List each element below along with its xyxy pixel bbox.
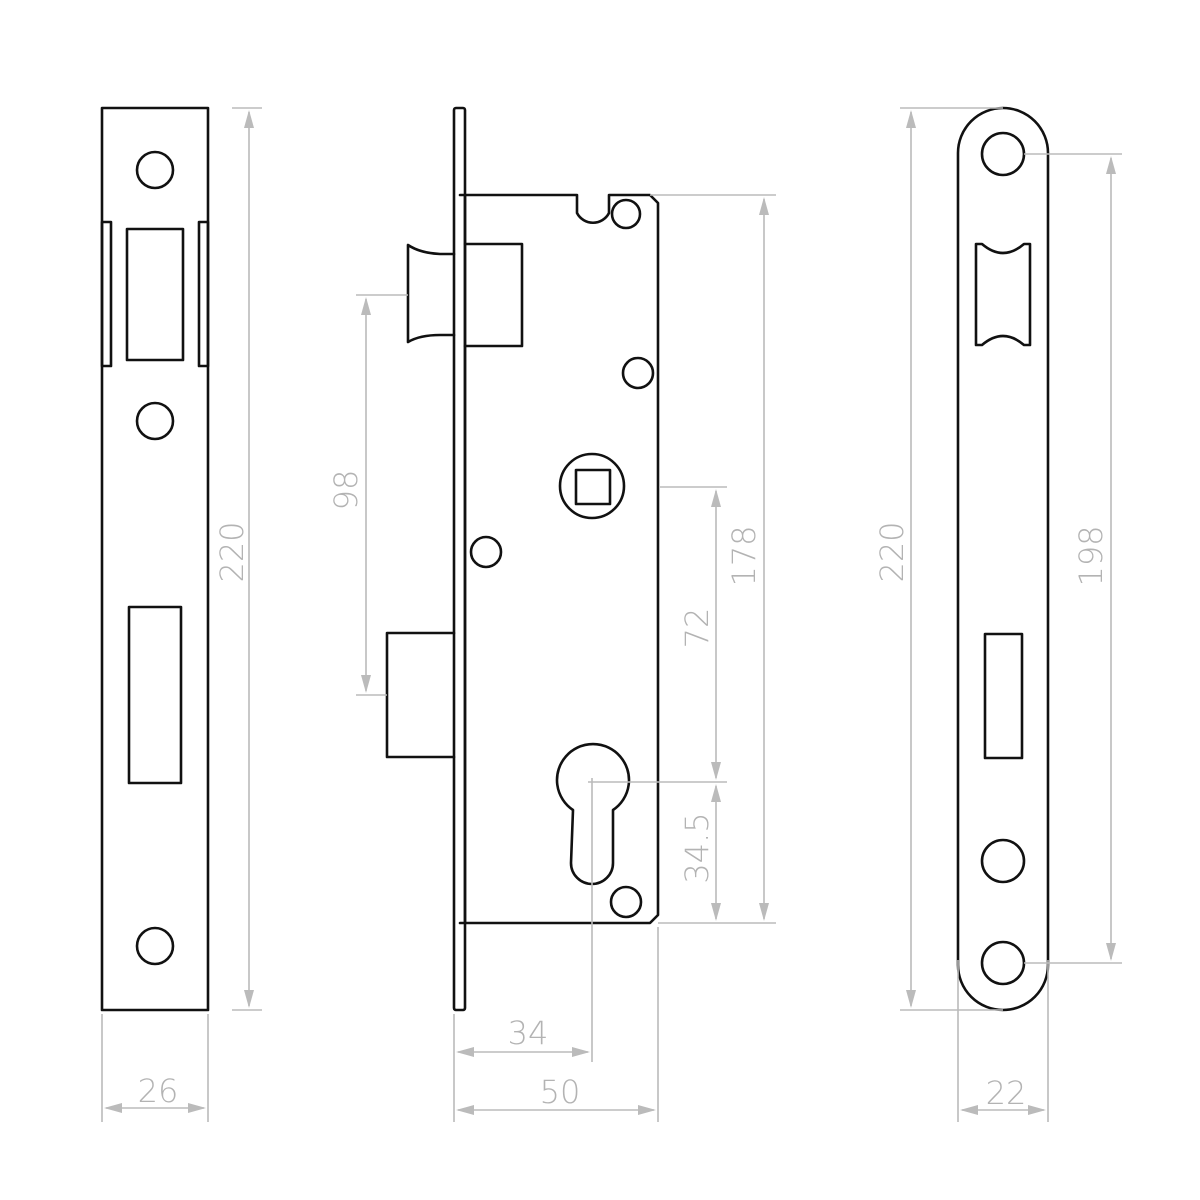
screw-hole-icon xyxy=(469,535,503,569)
dim-label-width: 22 xyxy=(986,1074,1027,1112)
screw-hole-icon xyxy=(135,150,175,190)
screw-hole-icon xyxy=(980,940,1026,986)
lock-case xyxy=(458,193,660,925)
dim-label-34: 34 xyxy=(508,1014,549,1052)
dim-label-50: 50 xyxy=(540,1073,581,1111)
cylinder-cutout xyxy=(555,742,631,886)
dim-label-hole-spacing: 198 xyxy=(1072,525,1110,586)
latch-bolt xyxy=(406,242,524,348)
screw-hole-icon xyxy=(609,885,643,919)
latch-strike-opening xyxy=(974,242,1032,347)
latch-opening xyxy=(125,227,185,362)
spindle-hub xyxy=(558,452,626,520)
dim-label-height: 220 xyxy=(873,521,911,582)
spindle-square-icon xyxy=(574,468,612,506)
dim-label-height: 220 xyxy=(213,521,251,582)
deadbolt-strike-opening xyxy=(983,632,1024,760)
dim-label-width: 26 xyxy=(138,1072,179,1110)
strike-plate-view: 220 198 22 xyxy=(873,106,1122,1122)
faceplate-side xyxy=(452,106,467,1012)
lock-body-view: 98 178 72 34.5 34 50 xyxy=(327,106,776,1122)
dim-label-body-height: 178 xyxy=(725,525,763,586)
dead-bolt xyxy=(385,631,456,759)
faceplate-outline xyxy=(100,106,210,1012)
faceplate-rail-left xyxy=(100,220,113,368)
dim-label-72: 72 xyxy=(678,608,716,649)
dim-label-34-5: 34.5 xyxy=(678,812,716,883)
screw-hole-icon xyxy=(980,838,1026,884)
screw-hole-icon xyxy=(135,401,175,441)
screw-hole-icon xyxy=(621,356,655,390)
screw-hole-icon xyxy=(135,926,175,966)
dim-label-bolt-spacing: 98 xyxy=(327,470,365,511)
strike-plate-outline xyxy=(956,106,1050,1012)
screw-hole-icon xyxy=(610,198,642,230)
deadbolt-opening xyxy=(127,605,183,785)
faceplate-rail-right xyxy=(197,220,210,368)
faceplate-view: 220 26 xyxy=(100,106,262,1122)
screw-hole-icon xyxy=(980,131,1026,177)
